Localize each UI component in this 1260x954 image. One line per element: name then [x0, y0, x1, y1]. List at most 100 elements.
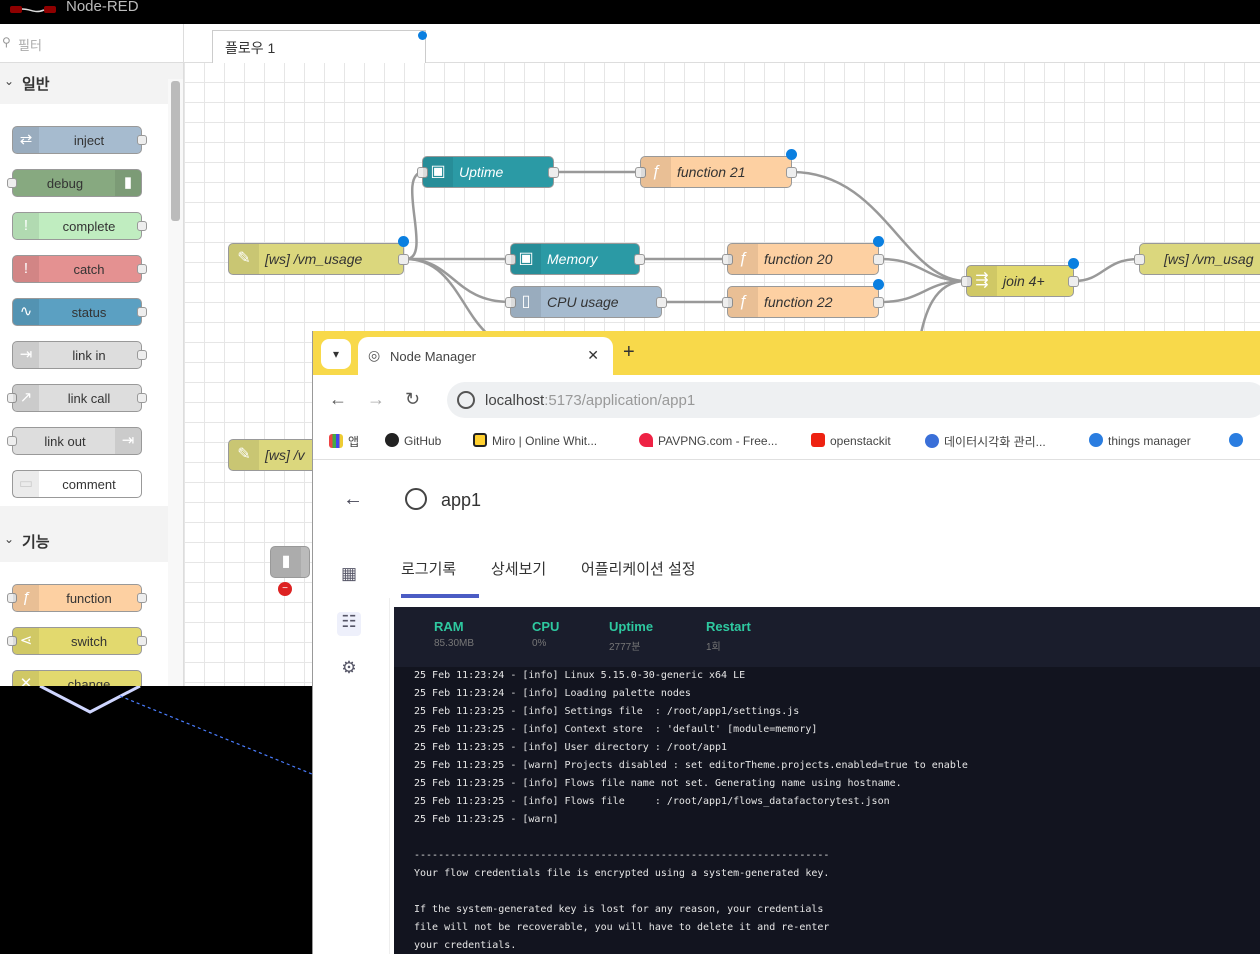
- palette-node-change[interactable]: ✕ change: [12, 670, 142, 686]
- palette-node-complete[interactable]: ! complete: [12, 212, 147, 240]
- palette-search[interactable]: ⚲ 필터: [0, 24, 183, 63]
- nodered-header: Node-RED: [0, 0, 1260, 24]
- output-port[interactable]: [1068, 276, 1079, 287]
- output-port[interactable]: [634, 254, 645, 265]
- tab-search-icon[interactable]: ▾: [321, 339, 351, 369]
- link-in-icon: ⇥: [13, 342, 39, 368]
- palette-node-link-in[interactable]: ⇥ link in: [12, 341, 147, 369]
- output-port[interactable]: [137, 221, 147, 231]
- flow-node-websocket-out[interactable]: [ws] /vm_usag: [1134, 243, 1260, 275]
- palette-search-input[interactable]: 필터: [18, 38, 42, 53]
- flow-node-join[interactable]: ⇶ join 4+: [961, 258, 1079, 297]
- flow-node-function-20[interactable]: ƒ function 20: [722, 236, 884, 275]
- input-port[interactable]: [635, 167, 646, 178]
- flow-node-memory[interactable]: ▣ Memory: [505, 243, 645, 275]
- bookmark-pavpng[interactable]: PAVPNG.com - Free...: [639, 433, 778, 448]
- settings-icon[interactable]: ⚙: [341, 658, 357, 677]
- output-port[interactable]: [137, 593, 147, 603]
- palette-node-debug[interactable]: debug ▮: [7, 169, 142, 197]
- tab-app-settings[interactable]: 어플리케이션 설정: [581, 561, 696, 578]
- scrollbar-thumb[interactable]: [171, 81, 180, 221]
- back-arrow-icon[interactable]: ←: [343, 488, 363, 510]
- flow-node-function-21[interactable]: ƒ function 21: [635, 149, 797, 188]
- node-label: function: [66, 591, 112, 606]
- input-port[interactable]: [417, 167, 428, 178]
- input-port[interactable]: [7, 593, 17, 603]
- flow-node-websocket-in[interactable]: ✎ [ws] /vm_usage: [228, 236, 409, 275]
- log-line: 25 Feb 11:23:25 - [warn] Projects disabl…: [414, 760, 968, 771]
- bookmark-miro[interactable]: Miro | Online Whit...: [473, 433, 597, 448]
- tab-flow-1[interactable]: 플로우 1: [212, 30, 427, 63]
- input-port[interactable]: [7, 178, 17, 188]
- list-icon[interactable]: ☷: [337, 612, 361, 636]
- close-icon[interactable]: ✕: [587, 347, 599, 363]
- input-port[interactable]: [961, 276, 972, 287]
- output-port[interactable]: [398, 254, 409, 265]
- palette-node-comment[interactable]: ▭ comment: [12, 470, 142, 498]
- palette-category-function[interactable]: ⌄ 기능: [0, 524, 168, 558]
- bookmark-things-manager[interactable]: things manager: [1089, 433, 1191, 448]
- input-port[interactable]: [722, 297, 733, 308]
- palette-category-general[interactable]: ⌄ 일반: [0, 66, 168, 100]
- node-label: status: [71, 305, 107, 320]
- side-navigation: ▦ ☷ ⚙: [313, 540, 390, 954]
- palette-node-status[interactable]: ∿ status: [12, 298, 147, 326]
- flow-node-function-22[interactable]: ƒ function 22: [722, 279, 884, 318]
- browser-tab-node-manager[interactable]: ◎ Node Manager ✕: [358, 337, 613, 375]
- flow-node-debug-partial[interactable]: ▮: [270, 546, 310, 578]
- active-tab-indicator: [401, 594, 479, 598]
- node-label: comment: [62, 477, 116, 492]
- input-port[interactable]: [7, 393, 17, 403]
- site-info-icon[interactable]: [457, 391, 475, 409]
- output-port[interactable]: [873, 254, 884, 265]
- output-port[interactable]: [873, 297, 884, 308]
- bookmark-more[interactable]: [1229, 433, 1248, 448]
- output-port[interactable]: [137, 393, 147, 403]
- output-port[interactable]: [548, 167, 559, 178]
- chevron-down-icon: ⌄: [4, 74, 15, 88]
- input-port[interactable]: [722, 254, 733, 265]
- output-port[interactable]: [656, 297, 667, 308]
- palette-node-switch[interactable]: ⋖ switch: [7, 627, 147, 655]
- bookmark-label: 앱: [348, 435, 360, 449]
- browser-toolbar: ← → ↻ localhost:5173/application/app1: [313, 375, 1260, 425]
- forward-icon[interactable]: →: [367, 389, 385, 409]
- input-port[interactable]: [505, 297, 516, 308]
- input-port[interactable]: [505, 254, 516, 265]
- input-port[interactable]: [7, 436, 17, 446]
- log-output: 25 Feb 11:23:24 - [info] Linux 5.15.0-30…: [414, 667, 1254, 954]
- reload-icon[interactable]: ↻: [405, 389, 421, 409]
- address-bar[interactable]: localhost:5173/application/app1: [447, 382, 1260, 418]
- output-port[interactable]: [137, 307, 147, 317]
- url-text[interactable]: localhost:5173/application/app1: [485, 392, 695, 409]
- bookmark-openstackit[interactable]: openstackit: [811, 433, 891, 448]
- palette-node-catch[interactable]: ! catch: [12, 255, 147, 283]
- back-icon[interactable]: ←: [329, 389, 347, 409]
- palette-category-body: ⇄ inject debug ▮ ! complete ! catch ∿ st…: [0, 104, 168, 506]
- output-port[interactable]: [786, 167, 797, 178]
- bookmark-dataviz[interactable]: 데이터시각화 관리...: [925, 433, 1046, 450]
- output-port[interactable]: [137, 636, 147, 646]
- new-tab-icon[interactable]: +: [623, 341, 635, 363]
- output-port[interactable]: [137, 264, 147, 274]
- palette-node-link-out[interactable]: link out ⇥: [7, 427, 142, 455]
- palette-scrollbar[interactable]: [168, 79, 183, 686]
- output-port[interactable]: [137, 350, 147, 360]
- palette-node-inject[interactable]: ⇄ inject: [12, 126, 147, 154]
- palette-node-function[interactable]: ƒ function: [7, 584, 147, 612]
- output-port[interactable]: [137, 135, 147, 145]
- flow-node-uptime[interactable]: ▣ Uptime: [417, 156, 559, 188]
- bookmark-label: things manager: [1108, 434, 1191, 448]
- input-port[interactable]: [1134, 254, 1145, 265]
- log-line: file will not be recoverable, you will h…: [414, 922, 830, 933]
- apps-icon[interactable]: ▦: [340, 564, 358, 583]
- tab-logs[interactable]: 로그기록: [401, 561, 457, 578]
- bookmarks-bar: 앱 GitHub Miro | Online Whit... PAVPNG.co…: [313, 425, 1260, 460]
- palette-node-link-call[interactable]: ↗ link call: [7, 384, 147, 412]
- flow-node-cpu-usage[interactable]: ▯ CPU usage: [505, 286, 667, 318]
- input-port[interactable]: [7, 636, 17, 646]
- log-line: 25 Feb 11:23:24 - [info] Linux 5.15.0-30…: [414, 670, 746, 681]
- tab-details[interactable]: 상세보기: [491, 561, 547, 578]
- bookmark-github[interactable]: GitHub: [385, 433, 441, 448]
- bookmark-apps[interactable]: 앱: [329, 433, 359, 450]
